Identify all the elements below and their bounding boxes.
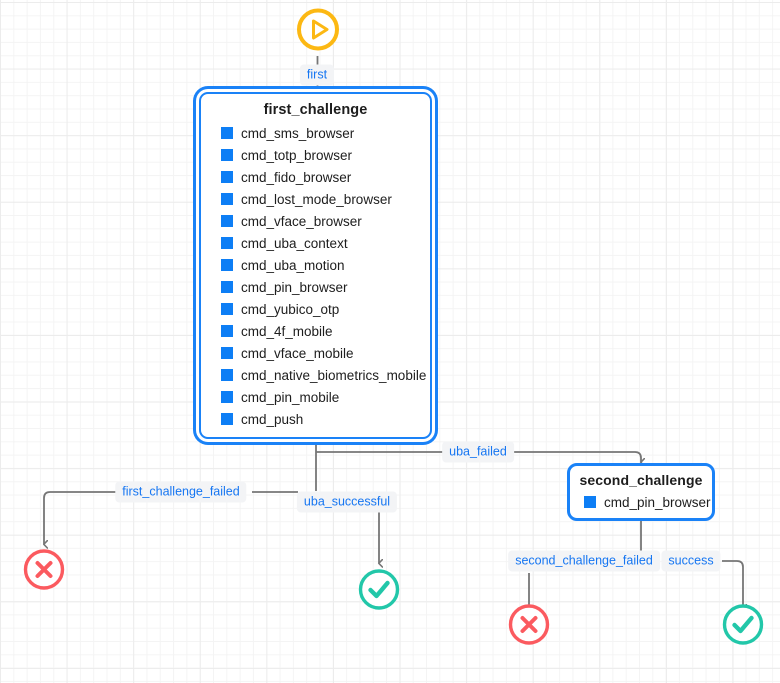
list-item[interactable]: cmd_vface_mobile xyxy=(221,342,430,364)
terminal-failure-left[interactable] xyxy=(21,547,67,598)
status-square-icon xyxy=(221,149,233,161)
list-item[interactable]: cmd_pin_browser xyxy=(584,492,712,512)
list-item[interactable]: cmd_totp_browser xyxy=(221,144,430,166)
node-item-label: cmd_uba_motion xyxy=(241,257,345,273)
status-square-icon xyxy=(221,215,233,227)
terminal-success-right[interactable] xyxy=(720,602,766,653)
node-item-label: cmd_pin_browser xyxy=(604,494,711,510)
check-circle-icon xyxy=(722,604,764,645)
node-item-label: cmd_fido_browser xyxy=(241,169,352,185)
error-circle-icon xyxy=(23,549,65,590)
node-item-label: cmd_pin_browser xyxy=(241,279,348,295)
error-circle-icon xyxy=(508,604,550,645)
edge-label-uba-failed[interactable]: uba_failed xyxy=(442,441,514,463)
terminal-failure-right[interactable] xyxy=(506,602,552,653)
edge-label-uba-successful[interactable]: uba_successful xyxy=(296,491,398,513)
node-item-label: cmd_totp_browser xyxy=(241,147,353,163)
edge-label-success[interactable]: success xyxy=(661,550,721,572)
list-item[interactable]: cmd_uba_context xyxy=(221,232,430,254)
list-item[interactable]: cmd_push xyxy=(221,408,430,430)
status-square-icon xyxy=(221,347,233,359)
start-node[interactable] xyxy=(295,7,341,58)
status-square-icon xyxy=(221,325,233,337)
list-item[interactable]: cmd_4f_mobile xyxy=(221,320,430,342)
node-item-label: cmd_yubico_otp xyxy=(241,301,340,317)
list-item[interactable]: cmd_vface_browser xyxy=(221,210,430,232)
node-item-label: cmd_sms_browser xyxy=(241,125,355,141)
status-square-icon xyxy=(584,496,596,508)
terminal-success-center[interactable] xyxy=(356,567,402,618)
node-item-label: cmd_uba_context xyxy=(241,235,348,251)
node-item-label: cmd_4f_mobile xyxy=(241,323,333,339)
status-square-icon xyxy=(221,391,233,403)
edge-label-first-challenge-failed[interactable]: first_challenge_failed xyxy=(115,481,247,503)
node-item-label: cmd_pin_mobile xyxy=(241,389,340,405)
list-item[interactable]: cmd_native_biometrics_mobile xyxy=(221,364,430,386)
status-square-icon xyxy=(221,369,233,381)
status-square-icon xyxy=(221,193,233,205)
status-square-icon xyxy=(221,303,233,315)
status-square-icon xyxy=(221,237,233,249)
list-item[interactable]: cmd_sms_browser xyxy=(221,122,430,144)
edge-label-second-challenge-failed[interactable]: second_challenge_failed xyxy=(508,550,660,572)
node-item-label: cmd_native_biometrics_mobile xyxy=(241,367,427,383)
node-item-label: cmd_vface_mobile xyxy=(241,345,354,361)
list-item[interactable]: cmd_yubico_otp xyxy=(221,298,430,320)
node-item-list: cmd_pin_browser xyxy=(570,492,712,516)
status-square-icon xyxy=(221,413,233,425)
node-second-challenge[interactable]: second_challenge cmd_pin_browser xyxy=(567,463,715,521)
node-title: first_challenge xyxy=(263,102,368,118)
node-item-label: cmd_vface_browser xyxy=(241,213,362,229)
status-square-icon xyxy=(221,127,233,139)
list-item[interactable]: cmd_pin_mobile xyxy=(221,386,430,408)
node-item-list: cmd_sms_browser cmd_totp_browser cmd_fid… xyxy=(201,122,430,437)
status-square-icon xyxy=(221,171,233,183)
node-first-challenge[interactable]: first_challenge cmd_sms_browser cmd_totp… xyxy=(199,92,432,439)
node-item-label: cmd_lost_mode_browser xyxy=(241,191,392,207)
list-item[interactable]: cmd_uba_motion xyxy=(221,254,430,276)
node-item-label: cmd_push xyxy=(241,411,304,427)
list-item[interactable]: cmd_lost_mode_browser xyxy=(221,188,430,210)
play-circle-icon xyxy=(297,8,339,51)
node-title: second_challenge xyxy=(579,472,703,488)
list-item[interactable]: cmd_pin_browser xyxy=(221,276,430,298)
check-circle-icon xyxy=(358,569,400,610)
status-square-icon xyxy=(221,281,233,293)
status-square-icon xyxy=(221,259,233,271)
list-item[interactable]: cmd_fido_browser xyxy=(221,166,430,188)
edge-label-first[interactable]: first xyxy=(299,64,335,86)
